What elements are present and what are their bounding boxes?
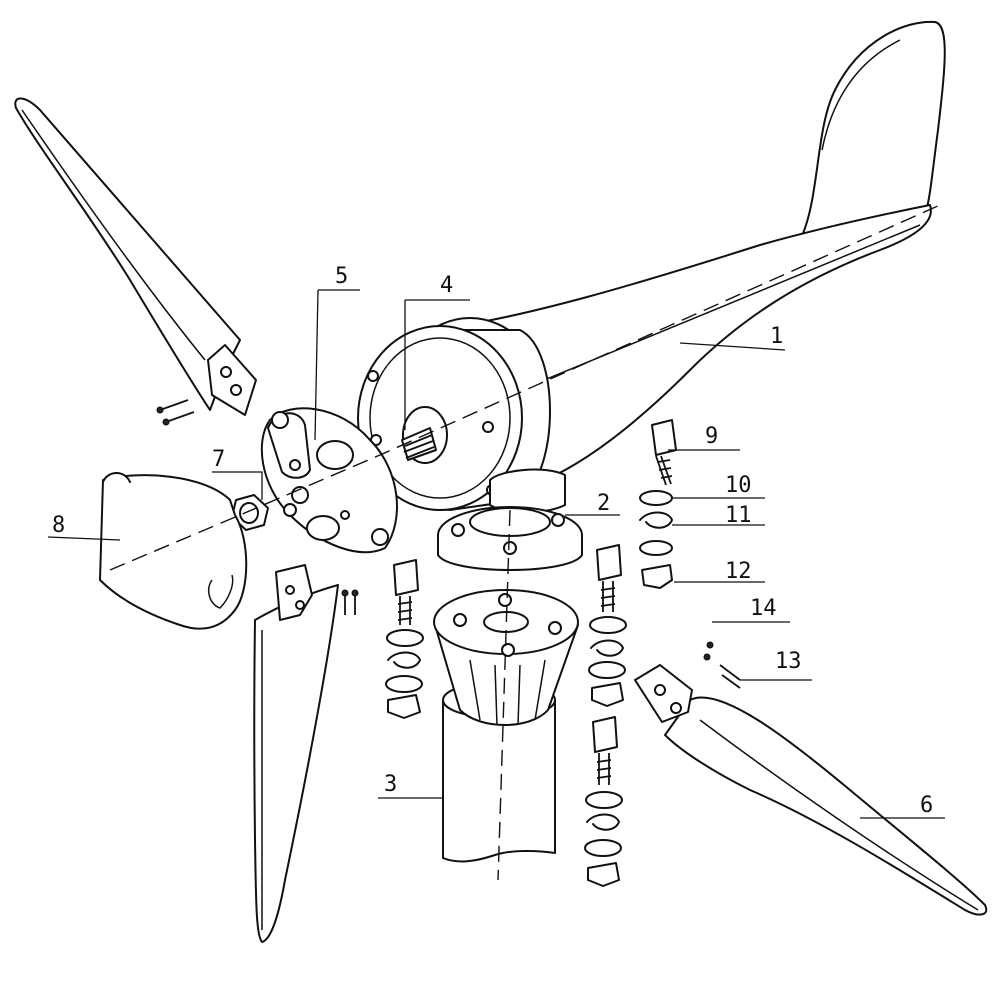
bolt-stack-center-right [588,544,627,707]
tower-pole [433,589,579,863]
blade-screws-right [703,641,741,689]
blade-lower-left [253,564,339,943]
callout-14: 14 [750,596,777,621]
callout-9: 9 [705,424,718,449]
callout-2: 2 [597,491,610,516]
callout-3: 3 [384,772,397,797]
hub-plate [260,407,398,554]
callout-leaders [47,289,945,819]
callout-7: 7 [212,447,225,472]
hub-nut [231,494,269,531]
callout-13: 13 [775,649,802,674]
callout-12: 12 [725,559,752,584]
bolt-stack-bottom [584,716,623,887]
nose-cone [99,472,248,630]
callout-6: 6 [920,793,933,818]
yaw-neck [489,468,566,514]
blade-screws-lower [341,589,359,615]
bolt-stack-left [385,559,424,719]
callout-11: 11 [725,503,752,528]
callout-1: 1 [770,324,783,349]
blade-lower-right [634,664,988,916]
blade-screws-upper [156,399,195,426]
callout-labels: 1 2 3 4 5 6 7 8 9 10 11 12 13 14 [52,264,933,818]
assembly-axis-lines [109,204,941,881]
callout-5: 5 [335,264,348,289]
bolt-stack-right-top [639,419,677,589]
callout-10: 10 [725,473,752,498]
tower-tube [442,699,556,863]
callout-4: 4 [440,273,453,298]
callout-8: 8 [52,513,65,538]
blade-upper-left [14,97,257,416]
